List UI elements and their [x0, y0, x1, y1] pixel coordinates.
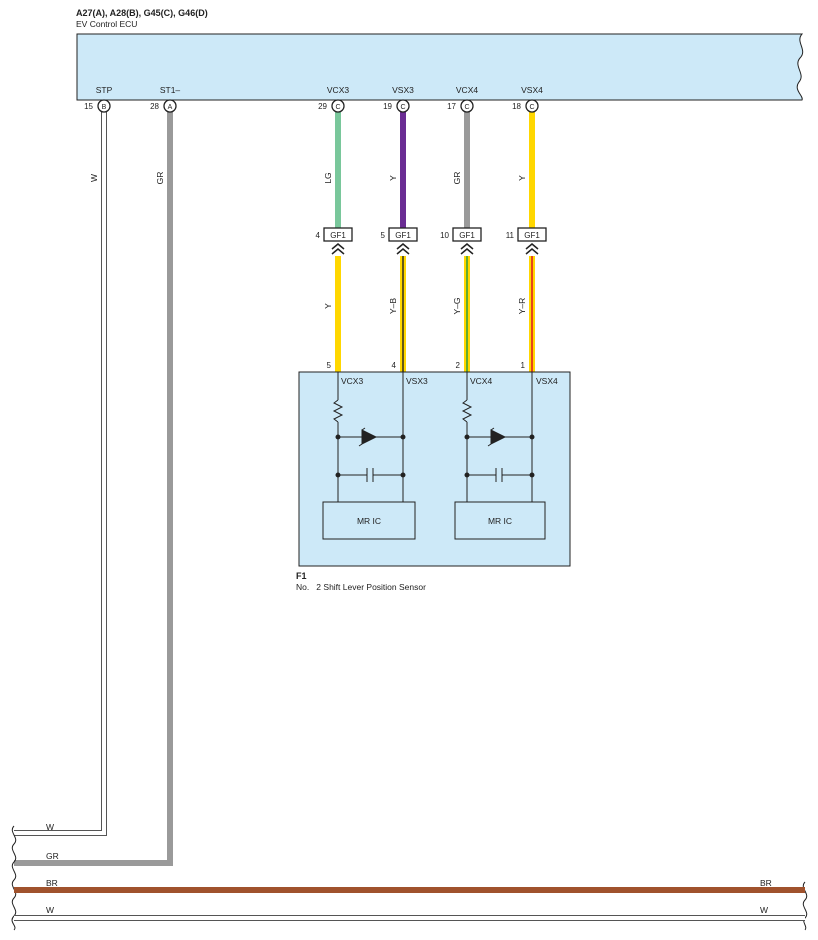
junction-label: GF1 — [395, 231, 411, 240]
wire-label-yr: Y–R — [517, 298, 527, 315]
sensor-circuit-2 — [461, 372, 535, 502]
junction-gf1-11: GF1 11 — [506, 227, 547, 255]
wire-label-yg: Y–G — [452, 297, 462, 314]
ecu-name: EV Control ECU — [76, 19, 137, 29]
ecu-box — [76, 33, 804, 101]
wire-w-stp — [14, 112, 107, 836]
pin-number: 15 — [84, 102, 93, 111]
ecu-pin-vcx4: C 17 — [447, 99, 474, 113]
wire-label-gr: GR — [452, 172, 462, 185]
ecu-terminal-vsx3: VSX3 — [392, 85, 414, 95]
ecu-terminal-st1: ST1– — [160, 85, 181, 95]
bus-break-left — [11, 825, 17, 931]
mr-ic-label: MR IC — [357, 516, 381, 526]
pin-connector-letter: C — [464, 104, 469, 111]
wire-w-stp-fill — [14, 112, 106, 835]
bus-label-br-right: BR — [760, 878, 772, 888]
ecu-terminal-vcx3: VCX3 — [327, 85, 349, 95]
junction-label: GF1 — [330, 231, 346, 240]
ecu-pin-vcx3: C 29 — [318, 99, 345, 113]
ecu-pin-vsx4: C 18 — [512, 99, 539, 113]
junction-gf1-4: GF1 4 — [316, 227, 353, 255]
junction-pin: 11 — [506, 231, 515, 240]
junction-pin: 10 — [440, 231, 449, 240]
ecu-terminal-vsx4: VSX4 — [521, 85, 543, 95]
junction-label: GF1 — [524, 231, 540, 240]
wire-label-v: Y — [388, 175, 398, 181]
mr-ic-1 — [322, 501, 416, 540]
sensor-terminal-vcx4: VCX4 — [470, 376, 492, 386]
sensor-circuit-1 — [332, 372, 406, 502]
mr-ic-2 — [454, 501, 546, 540]
pin-connector-letter: C — [529, 104, 534, 111]
wire-label-yb: Y–B — [388, 298, 398, 314]
junction-pin: 5 — [381, 231, 386, 240]
junction-gf1-10: GF1 10 — [440, 227, 482, 255]
pin-number: 17 — [447, 102, 456, 111]
wire-label-lg: LG — [323, 172, 333, 183]
bus-label-w-left: W — [46, 905, 54, 915]
bus-label-w-top: W — [46, 822, 54, 832]
bus-label-br-left: BR — [46, 878, 58, 888]
ecu-pin-vsx3: C 19 — [383, 99, 410, 113]
wire-gr-st1 — [14, 112, 173, 866]
ecu-connector-list: A27(A), A28(B), G45(C), G46(D) — [76, 8, 208, 18]
ecu-terminal-vcx4: VCX4 — [456, 85, 478, 95]
ecu-pin-st1: A 28 — [150, 99, 177, 113]
wire-label-w: W — [89, 174, 99, 182]
bus-label-w-right: W — [760, 905, 768, 915]
zener-diode-icon — [490, 429, 507, 445]
wire-label-gr: GR — [155, 172, 165, 185]
sensor-pin-number: 2 — [456, 361, 461, 370]
resistor-icon — [461, 399, 473, 423]
sensor-id: F1 — [296, 571, 307, 581]
pin-number: 19 — [383, 102, 392, 111]
junction-gf1-5: GF1 5 — [381, 227, 418, 255]
pin-connector-letter: C — [400, 104, 405, 111]
bus-label-gr: GR — [46, 851, 59, 861]
sensor-pin-number: 5 — [327, 361, 332, 370]
wire-label-y: Y — [517, 175, 527, 181]
mr-ic-label: MR IC — [488, 516, 512, 526]
pin-number: 29 — [318, 102, 327, 111]
sensor-terminal-vsx3: VSX3 — [406, 376, 428, 386]
wire-label-y-lower: Y — [323, 303, 333, 309]
pin-connector-letter: B — [102, 104, 107, 111]
ecu-terminal-stp: STP — [96, 85, 113, 95]
junction-label: GF1 — [459, 231, 475, 240]
sensor-terminal-vcx3: VCX3 — [341, 376, 363, 386]
pin-number: 18 — [512, 102, 521, 111]
pin-connector-letter: A — [168, 104, 173, 111]
sensor-terminal-vsx4: VSX4 — [536, 376, 558, 386]
pin-number: 28 — [150, 102, 159, 111]
sensor-pin-number: 1 — [521, 361, 526, 370]
sensor-pin-number: 4 — [392, 361, 397, 370]
ecu-pin-stp: B 15 — [84, 99, 111, 113]
junction-pin: 4 — [316, 231, 321, 240]
resistor-icon — [332, 399, 344, 423]
zener-diode-icon — [361, 429, 378, 445]
sensor-name: No. 2 Shift Lever Position Sensor — [296, 582, 426, 592]
pin-connector-letter: C — [335, 104, 340, 111]
